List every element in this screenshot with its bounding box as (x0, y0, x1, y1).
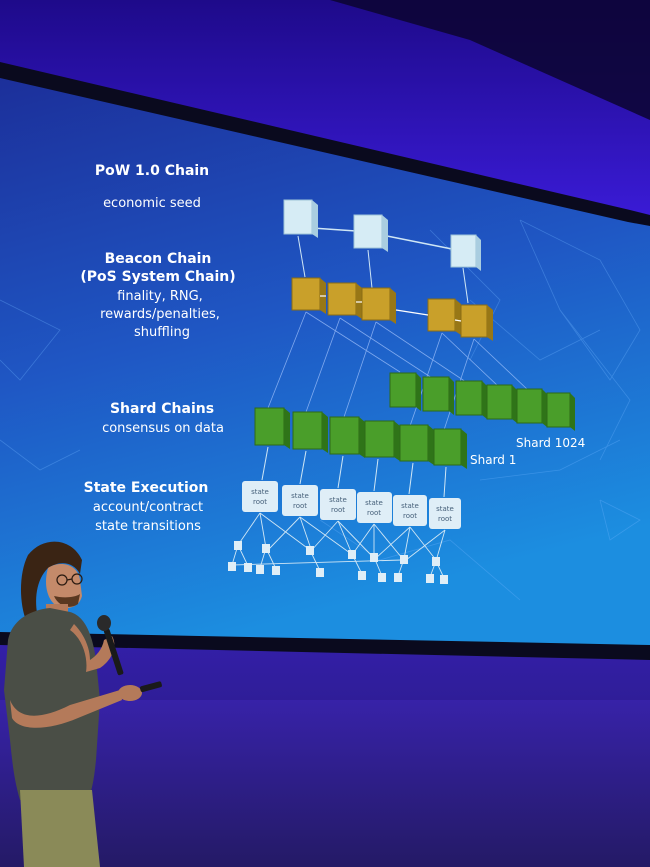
ceiling-shadow (330, 0, 650, 120)
svg-text:state: state (401, 502, 419, 510)
beacon-block (327, 282, 362, 319)
shard-block (486, 384, 517, 423)
shard-title: Shard Chains (110, 401, 214, 417)
pow-block (353, 214, 388, 252)
shard-block (455, 380, 487, 419)
shard-block (433, 428, 467, 469)
shard-block (422, 376, 454, 415)
pow-title: PoW 1.0 Chain (95, 163, 209, 179)
shard-block (516, 388, 547, 427)
pow-beacon-links (297, 235, 469, 304)
svg-text:root: root (367, 509, 381, 517)
state-root-box: state root (357, 492, 392, 523)
svg-text:state: state (251, 488, 269, 496)
beacon-chain (291, 277, 493, 341)
svg-text:root: root (293, 502, 307, 510)
state-root-box: state root (393, 495, 427, 526)
presenter-shirt (4, 608, 100, 800)
pow-chain (283, 199, 481, 271)
state-title: State Execution (84, 480, 209, 496)
pow-subtitle: economic seed (103, 196, 201, 211)
presenter-beard (54, 594, 80, 607)
state-root-box: state root (320, 489, 356, 520)
presenter-hair (21, 541, 82, 620)
microphone-icon (97, 615, 124, 676)
svg-text:root: root (438, 515, 452, 523)
pow-block (283, 199, 318, 238)
state-root-box: state root (282, 485, 318, 516)
shard-block (329, 416, 365, 458)
shard-block (399, 424, 434, 465)
pow-block (450, 234, 481, 271)
beacon-desc-2: rewards/penalties, (100, 307, 220, 322)
network-background (0, 219, 641, 601)
shard-1024-label: Shard 1024 (516, 436, 585, 450)
shard-1024-chain (389, 372, 575, 431)
state-desc-2: state transitions (95, 519, 201, 534)
presenter-shorts (20, 790, 100, 867)
shard-block (254, 407, 290, 449)
beacon-block (460, 304, 493, 341)
presenter-arm (70, 624, 115, 672)
beacon-desc-1: finality, RNG, (117, 289, 203, 304)
beacon-title-1: Beacon Chain (105, 251, 212, 267)
shard-block (546, 392, 575, 431)
presenter (4, 541, 162, 867)
beacon-block (427, 298, 461, 335)
svg-text:state: state (291, 492, 309, 500)
pow-links (311, 227, 453, 250)
state-desc-1: account/contract (93, 500, 203, 515)
shard-1-chain (254, 407, 467, 469)
projection-screen (0, 78, 650, 645)
merkle-nodes (228, 541, 448, 584)
shard-block (389, 372, 421, 411)
stage-floor (0, 700, 650, 867)
clicker-icon (140, 681, 162, 693)
state-root-box: state root (242, 481, 278, 512)
svg-text:state: state (436, 505, 454, 513)
shard-1-label: Shard 1 (470, 453, 516, 467)
svg-text:state: state (329, 496, 347, 504)
state-root-box: state root (429, 498, 461, 529)
shard-block (292, 411, 328, 453)
svg-text:root: root (253, 498, 267, 506)
shard-state-links (261, 446, 447, 498)
shard-block (364, 420, 400, 461)
shard-subtitle: consensus on data (102, 421, 224, 436)
glasses-icon (56, 573, 83, 586)
beacon-desc-3: shuffling (134, 325, 190, 340)
beacon-links (320, 295, 462, 322)
svg-text:root: root (331, 506, 345, 514)
beacon-block (361, 287, 396, 324)
svg-text:root: root (403, 512, 417, 520)
beacon-title-2: (PoS System Chain) (80, 269, 235, 285)
svg-text:state: state (365, 499, 383, 507)
state-roots: state root state root state root state r… (242, 481, 461, 529)
